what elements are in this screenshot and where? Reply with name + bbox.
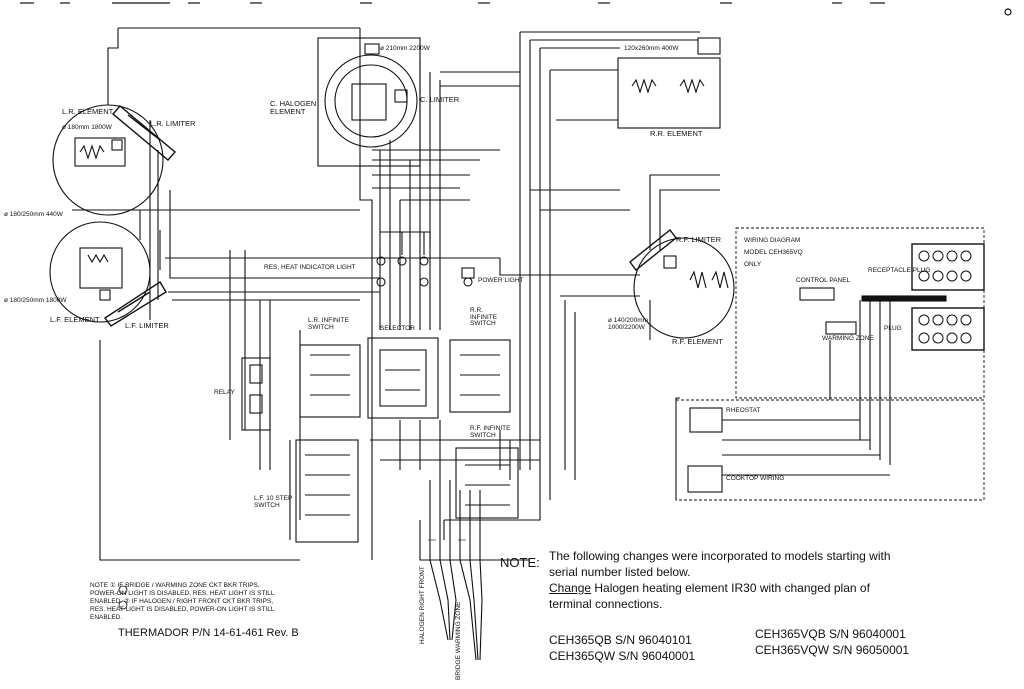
rr-element xyxy=(617,37,721,129)
rf-element-label: R.F. ELEMENT xyxy=(672,337,723,346)
note-line-4: terminal connections. xyxy=(549,597,663,611)
lr-element-label: L.R. ELEMENT xyxy=(62,107,114,116)
note-line-1: The following changes were incorporated … xyxy=(549,549,891,563)
rf-infinite-label: R.F. INFINITE SWITCH xyxy=(470,425,511,439)
receptacle-label: RECEPTACLE PLUG xyxy=(868,267,931,274)
lf-step-switch xyxy=(295,439,359,543)
wd-title: WIRING DIAGRAM xyxy=(744,237,801,244)
note-heading: NOTE: xyxy=(500,555,540,570)
bridge-warming-label: BRIDGE WARMING ZONE xyxy=(455,601,462,680)
footnote: NOTE ① IF BRIDGE / WARMING ZONE CKT BKR … xyxy=(90,582,275,621)
cooktop-label: COOKTOP WIRING xyxy=(726,475,785,482)
indicator-lights xyxy=(376,256,475,287)
lf-limiter-label: L.F. LIMITER xyxy=(125,321,169,330)
note-line-2: serial number listed below. xyxy=(549,565,691,579)
top-edge-marks xyxy=(20,2,1012,16)
bottom-harness xyxy=(429,480,483,661)
control-panel-label: CONTROL PANEL xyxy=(796,277,851,284)
right-wiring xyxy=(440,31,720,521)
limiters xyxy=(103,105,677,327)
rr-infinite-switch xyxy=(449,339,511,413)
lf-element-label: L.F. ELEMENT xyxy=(50,315,100,324)
lr-inner-label: ø 180/250mm 440W xyxy=(4,211,63,218)
model-entry: CEH365VQB S/N 96040001 xyxy=(755,627,906,641)
lr-limiter-label: L.R. LIMITER xyxy=(150,119,196,128)
rf-limiter-label: R.F. LIMITER xyxy=(676,235,722,244)
c-halogen-element xyxy=(317,37,421,167)
note-line-3-rest: Halogen heating element IR30 with change… xyxy=(591,581,870,595)
rf-rating-label: ø 140/200mm 1000/2200W xyxy=(608,317,649,331)
note-line-3: Change Halogen heating element IR30 with… xyxy=(549,582,870,594)
rf-infinite-switch xyxy=(455,447,519,519)
c-halogen-label: C. HALOGEN ELEMENT xyxy=(270,99,317,116)
note-change-word: Change xyxy=(549,581,592,595)
rr-rating-label: 120x260mm 400W xyxy=(624,45,679,52)
rr-infinite-label: R.R. INFINITE SWITCH xyxy=(470,307,498,327)
halogen-rf-label: HALOGEN RIGHT FRONT xyxy=(419,566,426,644)
res-heat-label: RES. HEAT INDICATOR LIGHT xyxy=(264,264,356,271)
lr-element xyxy=(52,104,164,216)
warming-zone-label: WARMING ZONE xyxy=(822,335,874,342)
lf-switch-label: L.F. 10 STEP SWITCH xyxy=(254,495,293,509)
part-number: THERMADOR P/N 14-61-461 Rev. B xyxy=(118,627,299,639)
inset-components xyxy=(675,243,985,500)
power-light-label: POWER LIGHT xyxy=(478,277,524,284)
lf-element xyxy=(49,221,151,323)
model-entry: CEH365QW S/N 96040001 xyxy=(549,649,696,663)
rheostat-label: RHEOSTAT xyxy=(726,407,761,414)
rr-element-label: R.R. ELEMENT xyxy=(650,129,703,138)
lr-infinite-label: L.R. INFINITE SWITCH xyxy=(308,317,349,331)
selector-label: SELECTOR xyxy=(380,325,415,332)
lf-rating-label: ø 180/250mm 1800W xyxy=(4,297,67,304)
relay-label: RELAY xyxy=(214,389,235,396)
rf-element xyxy=(633,237,735,339)
footnote-marks xyxy=(118,585,128,610)
lr-infinite-switch xyxy=(299,344,361,418)
plug-label: PLUG xyxy=(884,325,902,332)
model-entry: CEH365VQW S/N 96050001 xyxy=(755,643,910,657)
wd-only: ONLY xyxy=(744,261,762,268)
c-limiter-label: C. LIMITER xyxy=(420,95,460,104)
wd-model: MODEL CEH365VQ xyxy=(744,249,803,256)
selector-switch xyxy=(367,337,439,419)
c-rating-label: ø 210mm 2200W xyxy=(380,45,430,52)
center-wiring xyxy=(359,28,540,561)
relay xyxy=(241,357,271,431)
model-entry: CEH365QB S/N 96040101 xyxy=(549,633,692,647)
lr-rating-label: ø 180mm 1800W xyxy=(62,124,112,131)
